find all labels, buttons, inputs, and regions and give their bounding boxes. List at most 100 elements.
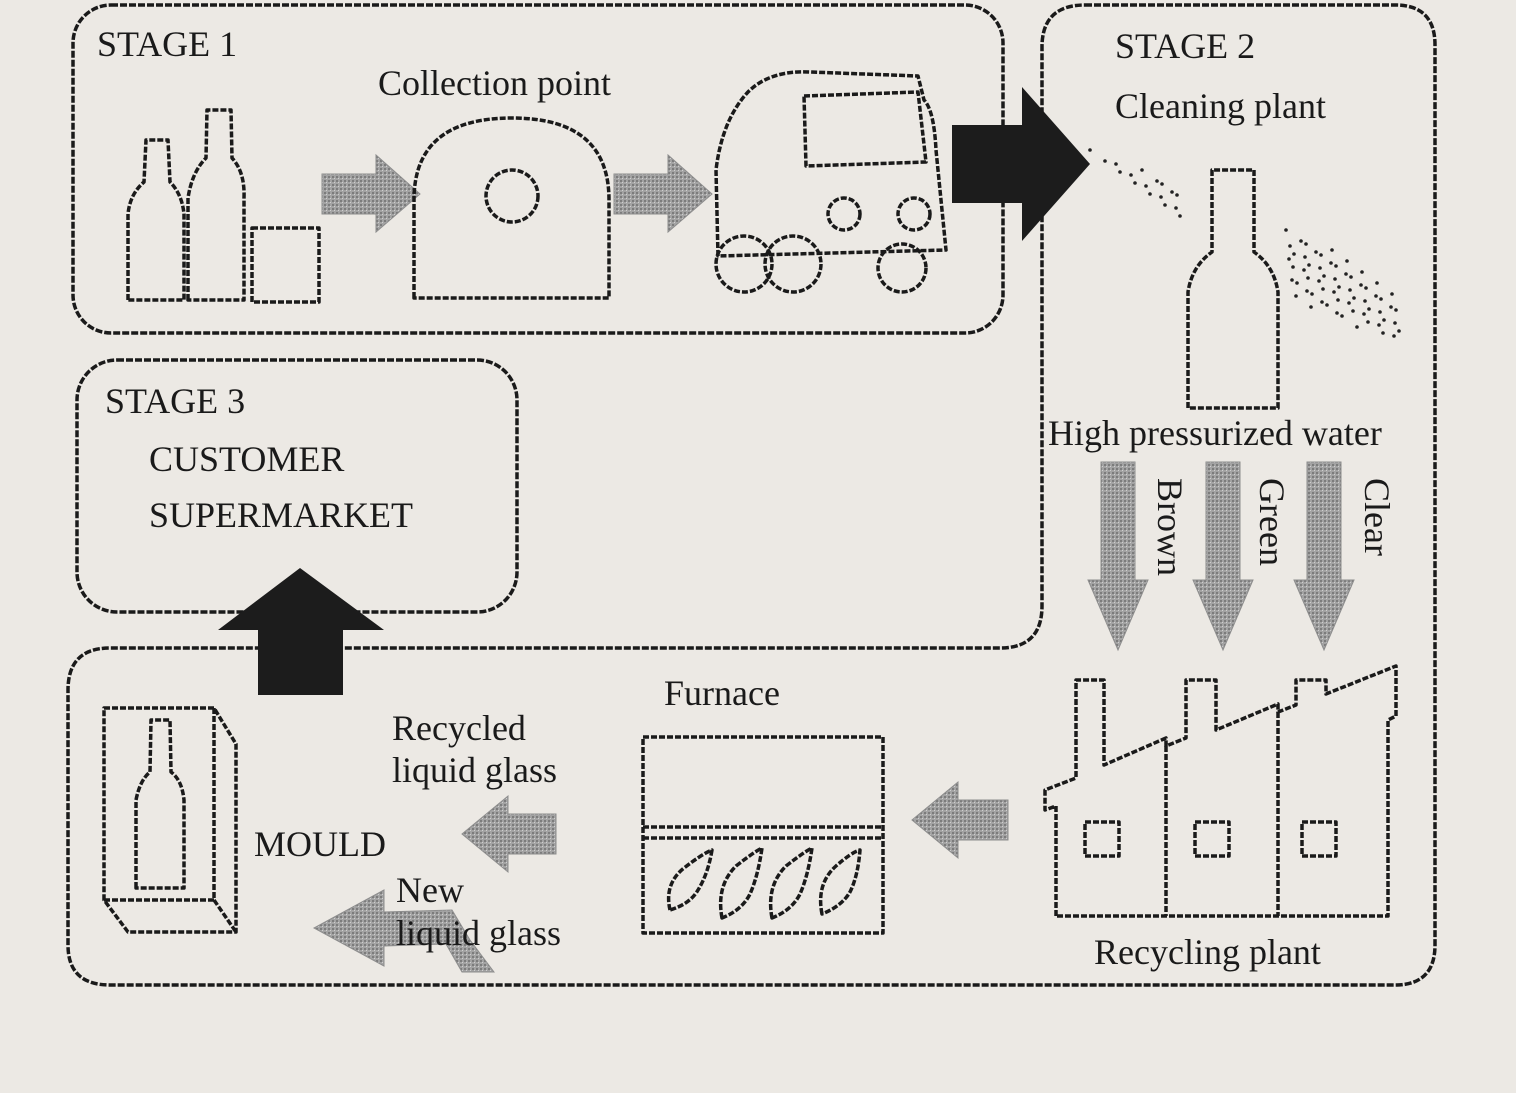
spray-dot xyxy=(1302,268,1306,272)
arrow-green-stream xyxy=(1192,461,1254,652)
spray-dot xyxy=(1178,214,1182,218)
stage2-label: STAGE 2 xyxy=(1115,26,1255,66)
spray-dot xyxy=(1394,308,1398,312)
spray-dot xyxy=(1351,309,1355,313)
spray-dot xyxy=(1329,261,1333,265)
spray-dot xyxy=(1348,288,1352,292)
spray-dot xyxy=(1360,270,1364,274)
spray-dot xyxy=(1367,307,1371,311)
spray-dot xyxy=(1118,170,1122,174)
arrow-mould-to-stage3[interactable] xyxy=(218,568,384,695)
spray-dot xyxy=(1290,278,1294,282)
flame-icon xyxy=(666,848,714,912)
recycled-liquid-glass-label-line1: Recycled xyxy=(392,708,526,748)
spray-dot xyxy=(1322,274,1326,278)
spray-dot xyxy=(1379,297,1383,301)
spray-dot xyxy=(1352,296,1356,300)
truck-icon xyxy=(714,70,948,294)
stage3-supermarket: SUPERMARKET xyxy=(149,495,413,535)
arrow-new-liquid-glass xyxy=(312,889,495,973)
spray-dot xyxy=(1337,285,1341,289)
collection-bin-icon xyxy=(412,116,611,300)
arrow-collection-to-truck xyxy=(613,153,713,234)
spray-dot xyxy=(1333,277,1337,281)
spray-dot xyxy=(1392,334,1396,338)
stream-brown-label: Brown xyxy=(1150,478,1190,576)
spray-dot xyxy=(1170,190,1174,194)
spray-dot xyxy=(1284,228,1288,232)
high-pressurized-water-label: High pressurized water xyxy=(1048,413,1382,453)
arrow-furnace-to-mould xyxy=(461,794,557,874)
spray-dot xyxy=(1133,181,1137,185)
stage1-label: STAGE 1 xyxy=(97,24,237,64)
spray-dot xyxy=(1159,195,1163,199)
recycling-plant-label: Recycling plant xyxy=(1094,932,1321,972)
jar-icon xyxy=(250,226,321,304)
flame-icon xyxy=(718,846,764,920)
spray-dot xyxy=(1390,292,1394,296)
cleaning-plant-label: Cleaning plant xyxy=(1115,86,1326,126)
spray-dot xyxy=(1325,303,1329,307)
spray-dot xyxy=(1163,203,1167,207)
spray-dot xyxy=(1349,275,1353,279)
spray-dot xyxy=(1314,250,1318,254)
arrow-recycling-to-furnace xyxy=(911,780,1009,860)
arrow-bottles-to-collection xyxy=(321,153,421,234)
spray-dot xyxy=(1103,159,1107,163)
spray-dot xyxy=(1318,266,1322,270)
spray-dot xyxy=(1345,259,1349,263)
recycled-liquid-glass-label-line2: liquid glass xyxy=(392,750,557,790)
furnace-label: Furnace xyxy=(664,673,780,713)
spray-dot xyxy=(1287,257,1291,261)
spray-dot xyxy=(1375,281,1379,285)
stream-green-label: Green xyxy=(1252,478,1292,566)
spray-dot xyxy=(1389,305,1393,309)
spray-dot xyxy=(1334,264,1338,268)
spray-dot xyxy=(1378,310,1382,314)
spray-dot xyxy=(1310,292,1314,296)
flame-icon xyxy=(818,848,862,916)
spray-dot xyxy=(1088,148,1092,152)
collection-point-label: Collection point xyxy=(378,63,611,103)
mould-label: MOULD xyxy=(254,824,386,864)
spray-dot xyxy=(1320,300,1324,304)
bottle-icon xyxy=(126,138,186,302)
arrow-brown-stream xyxy=(1087,461,1149,652)
spray-dot xyxy=(1336,298,1340,302)
arrow-stage1-to-stage2[interactable] xyxy=(952,87,1090,241)
spray-dot xyxy=(1294,294,1298,298)
spray-dot xyxy=(1114,162,1118,166)
spray-dot xyxy=(1175,193,1179,197)
spray-dot xyxy=(1340,314,1344,318)
spray-dot xyxy=(1382,318,1386,322)
spray-dot xyxy=(1291,265,1295,269)
spray-dot xyxy=(1144,184,1148,188)
spray-dot xyxy=(1303,255,1307,259)
spray-dot xyxy=(1335,311,1339,315)
spray-dot xyxy=(1160,182,1164,186)
spray-dot xyxy=(1363,299,1367,303)
spray-dot xyxy=(1330,248,1334,252)
spray-dot xyxy=(1397,329,1401,333)
factory-icon xyxy=(1043,664,1398,918)
mould-icon xyxy=(102,706,238,934)
spray-dot xyxy=(1344,272,1348,276)
spray-dot xyxy=(1129,173,1133,177)
spray-dot xyxy=(1393,321,1397,325)
arrow-clear-stream xyxy=(1293,461,1355,652)
spray-dot xyxy=(1355,325,1359,329)
spray-dot xyxy=(1374,294,1378,298)
spray-dot xyxy=(1288,244,1292,248)
spray-dot xyxy=(1304,242,1308,246)
stage3-label: STAGE 3 xyxy=(105,381,245,421)
stage2-frame xyxy=(66,3,1437,987)
spray-dot xyxy=(1362,312,1366,316)
spray-dot xyxy=(1359,283,1363,287)
spray-dot xyxy=(1319,253,1323,257)
spray-dot xyxy=(1306,276,1310,280)
spray-dot xyxy=(1381,331,1385,335)
spray-dot xyxy=(1317,279,1321,283)
spray-dot xyxy=(1295,281,1299,285)
